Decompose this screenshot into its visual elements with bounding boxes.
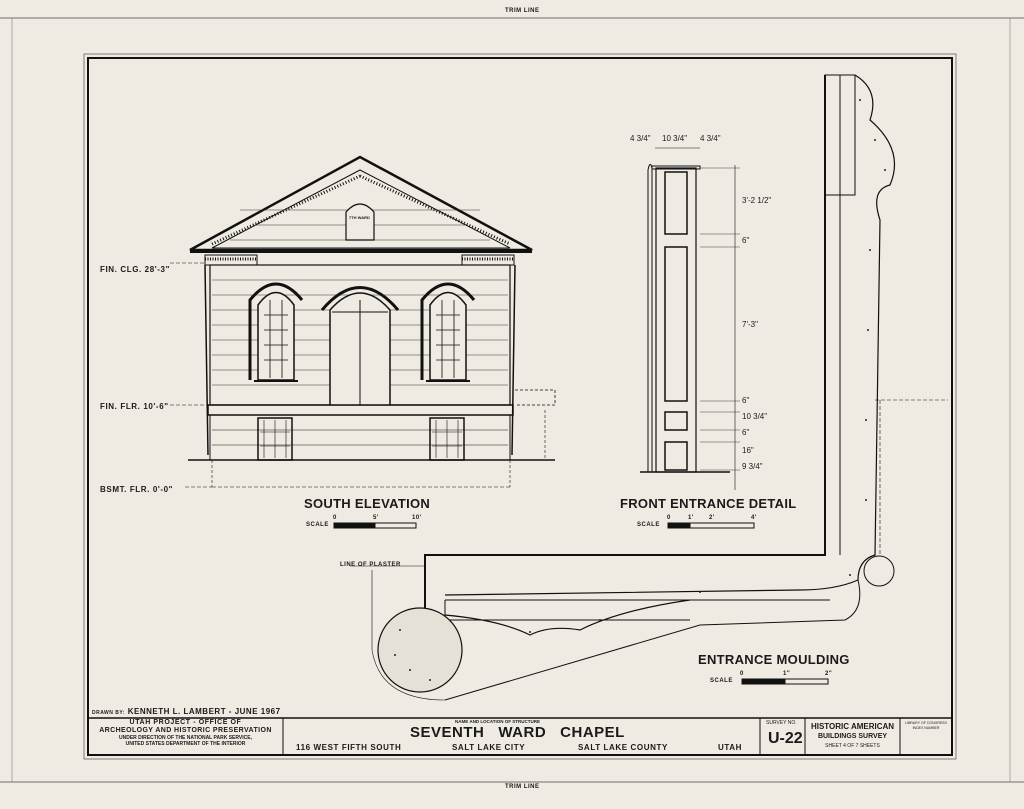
habs-line: HISTORIC AMERICAN (810, 722, 895, 731)
scale-tick: 10' (412, 515, 422, 521)
agency-block: UTAH PROJECT - OFFICE OF ARCHEOLOGY AND … (88, 719, 283, 747)
scale-tick: 5' (373, 515, 379, 521)
door-dim-side: 10 3/4" (742, 412, 768, 421)
survey-caption: SURVEY NO. (766, 720, 797, 726)
title-block-frame (87, 717, 953, 756)
entrance-moulding-drawing (350, 74, 948, 701)
door-dim-side: 7'-3" (742, 320, 758, 329)
line-of-plaster-label: LINE OF PLASTER (340, 562, 401, 568)
door-dim-side: 6" (742, 236, 750, 245)
habs-line: BUILDINGS SURVEY (817, 733, 888, 740)
door-dim-top: 10 3/4" (662, 134, 688, 143)
agency-line: UNDER DIRECTION OF THE NATIONAL PARK SER… (119, 735, 252, 741)
south-elevation-title: SOUTH ELEVATION (304, 496, 431, 511)
scale-tick: 0 (333, 515, 337, 521)
door-dim-top: 4 3/4" (630, 134, 651, 143)
drawn-by-label: DRAWN BY: (92, 710, 126, 716)
scale-tick: 0 (667, 515, 671, 521)
structure-name: SEVENTH WARD CHAPEL (410, 724, 625, 741)
county: SALT LAKE COUNTY (578, 743, 668, 752)
survey-number: U-22 (768, 730, 803, 747)
level-fin-flr: FIN. FLR. 10'-6" (100, 402, 169, 411)
level-fin-clg: FIN. CLG. 28'-3" (100, 265, 170, 274)
scale-tick: 2" (825, 671, 833, 677)
front-entrance-scale-bar (667, 522, 755, 529)
drawn-by: DRAWN BY: KENNETH L. LAMBERT - JUNE 1967 (92, 707, 281, 718)
city: SALT LAKE CITY (452, 743, 526, 752)
address: 116 WEST FIFTH SOUTH (296, 743, 402, 752)
south-elevation-scale-bar (333, 522, 417, 529)
front-entrance-scale-label: SCALE (637, 522, 660, 528)
sheet-border (87, 57, 953, 756)
name-caption: NAME AND LOCATION OF STRUCTURE (455, 719, 540, 724)
door-dim-side: 9 3/4" (742, 462, 763, 471)
south-elevation-drawing (170, 155, 556, 488)
front-entrance-detail-title: FRONT ENTRANCE DETAIL (620, 496, 797, 511)
entrance-moulding-title: ENTRANCE MOULDING (698, 652, 850, 667)
library-caption: LIBRARY OF CONGRESS INDEX NUMBER (905, 721, 947, 730)
trim-line-bottom-label: TRIM LINE (505, 784, 540, 790)
front-entrance-door-drawing (640, 147, 740, 490)
entrance-moulding-scale-label: SCALE (710, 678, 733, 684)
agency-line: ARCHEOLOGY AND HISTORIC PRESERVATION (99, 727, 272, 734)
level-bsmt-flr: BSMT. FLR. 0'-0" (100, 485, 174, 494)
scale-tick: 4' (751, 515, 757, 521)
drawn-by-value: KENNETH L. LAMBERT - JUNE 1967 (127, 707, 281, 716)
scale-tick: 2' (709, 515, 715, 521)
tablet-inscription: 7TH WARD (349, 215, 370, 220)
trim-line-top-label: TRIM LINE (505, 8, 540, 14)
south-elevation-scale-label: SCALE (306, 522, 329, 528)
scale-tick: 1' (688, 515, 694, 521)
sheet-info: SHEET 4 OF 7 SHEETS (825, 743, 880, 749)
habs-block: HISTORIC AMERICAN BUILDINGS SURVEY SHEET… (805, 722, 900, 750)
door-dim-top: 4 3/4" (700, 134, 721, 143)
entrance-moulding-scale-bar (741, 678, 829, 685)
door-dim-side: 6" (742, 428, 750, 437)
door-dim-side: 3'-2 1/2" (742, 196, 772, 205)
door-dim-side: 6" (742, 396, 750, 405)
door-dim-side: 16" (742, 446, 754, 455)
agency-line: UNITED STATES DEPARTMENT OF THE INTERIOR (125, 741, 246, 747)
state: UTAH (718, 743, 743, 752)
scale-tick: 0 (740, 671, 744, 677)
scale-tick: 1" (783, 671, 791, 677)
agency-line: UTAH PROJECT - OFFICE OF (129, 719, 242, 726)
